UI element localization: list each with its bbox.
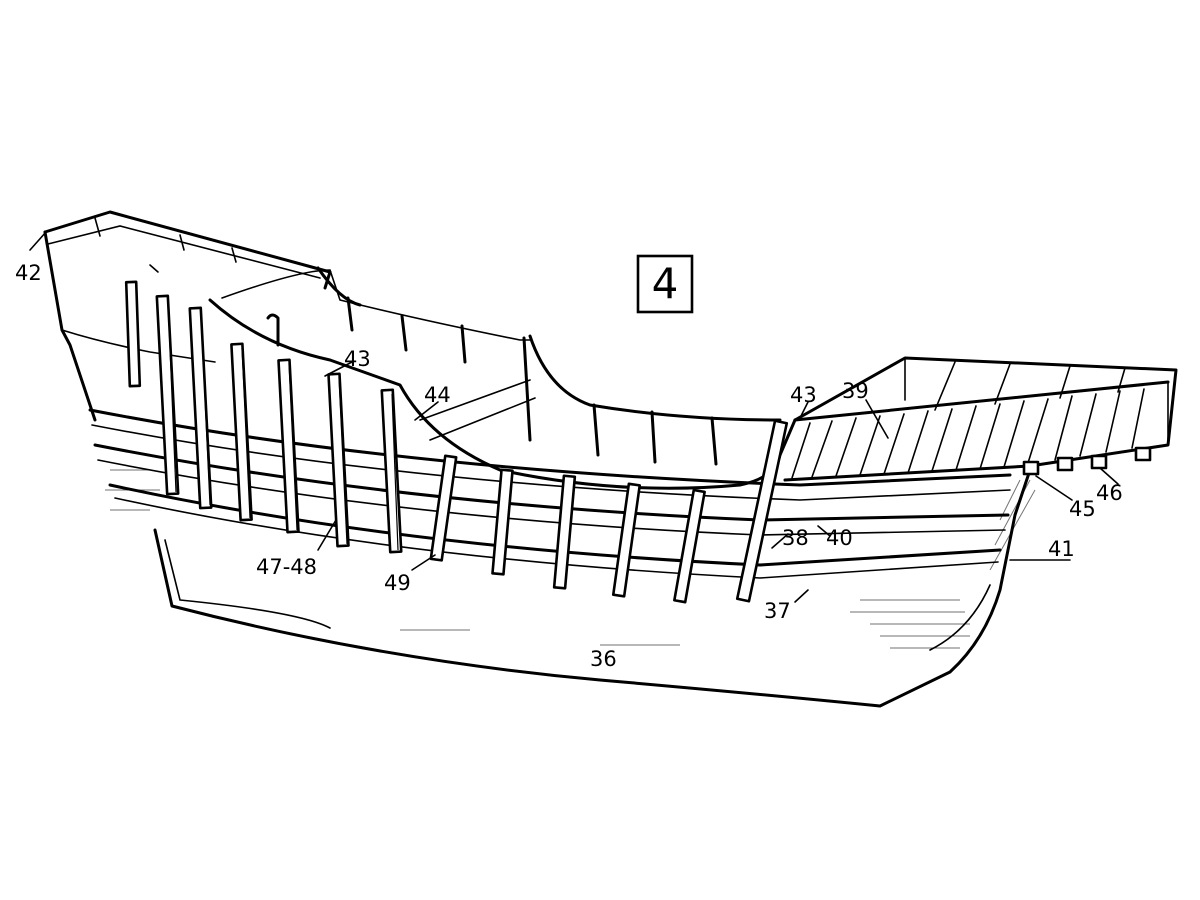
waist-bulwark bbox=[208, 266, 797, 490]
side-frames bbox=[124, 280, 789, 604]
label-37: 37 bbox=[764, 599, 791, 623]
label-42: 42 bbox=[15, 261, 42, 285]
forecastle bbox=[783, 356, 1178, 482]
figure-number: 4 bbox=[652, 259, 679, 308]
label-43-bow: 43 bbox=[790, 383, 817, 407]
wales bbox=[88, 408, 1012, 579]
hull-shading bbox=[105, 469, 1036, 649]
leader-lines bbox=[29, 231, 1119, 603]
label-39: 39 bbox=[842, 379, 869, 403]
label-45: 45 bbox=[1069, 497, 1096, 521]
label-40: 40 bbox=[826, 526, 853, 550]
forecastle-planking bbox=[791, 361, 1145, 479]
label-36: 36 bbox=[590, 647, 617, 671]
label-38: 38 bbox=[782, 526, 809, 550]
figure-number-box: 4 bbox=[636, 254, 694, 314]
hull-body bbox=[105, 468, 1036, 708]
label-43-waist: 43 bbox=[344, 347, 371, 371]
label-49: 49 bbox=[384, 571, 411, 595]
label-44: 44 bbox=[424, 383, 451, 407]
label-46: 46 bbox=[1096, 481, 1123, 505]
label-47-48: 47-48 bbox=[256, 555, 317, 579]
label-41: 41 bbox=[1048, 537, 1075, 561]
part-labels: 42 43 44 43 39 45 46 38 40 41 37 36 47-4… bbox=[15, 261, 1123, 671]
